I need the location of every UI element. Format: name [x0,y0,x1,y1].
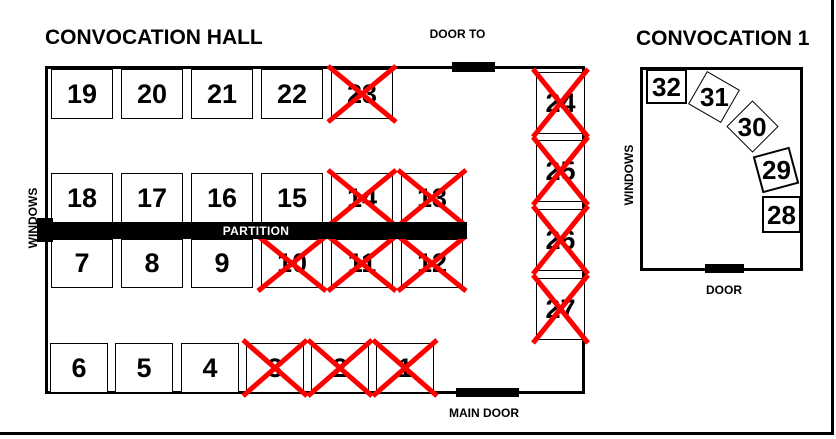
booth-number: 17 [136,182,168,213]
door-to-opening [452,62,495,72]
booth-14: 14 [331,173,393,223]
page-border-bottom [0,432,834,435]
booth-31: 31 [688,71,740,123]
booth-29: 29 [752,146,800,194]
booth-6: 6 [50,343,108,393]
partition-bar: PARTITION [45,222,467,239]
convocation-1-door-opening [705,264,744,273]
booth-number: 18 [66,182,98,213]
booth-number: 15 [276,182,308,213]
booth-28: 28 [762,196,801,233]
booth-number: 5 [136,352,152,383]
booth-number: 21 [206,78,238,109]
partition-label: PARTITION [222,223,290,238]
booth-19: 19 [51,69,113,119]
booth-number: 22 [276,78,308,109]
booth-number: 9 [214,248,230,278]
booth-number: 30 [738,111,767,142]
main-hall-title: CONVOCATION HALL [45,26,263,49]
booth-number: 31 [699,81,729,112]
booth-22: 22 [261,69,323,119]
convocation-1-title: CONVOCATION 1 [636,27,810,50]
door-to-label: DOOR TO [429,27,486,41]
booth-number: 7 [74,248,90,278]
booth-5: 5 [115,343,173,393]
booth-number: 29 [761,155,791,186]
booth-21: 21 [191,69,253,119]
convocation-1-door-label: DOOR [706,283,742,297]
booth-24: 24 [536,72,585,134]
booth-number: 8 [144,248,160,278]
booth-4: 4 [181,343,239,393]
booth-number: 6 [71,352,87,383]
booth-8: 8 [121,239,183,288]
booth-17: 17 [121,173,183,223]
booth-number: 19 [66,78,98,109]
booth-7: 7 [51,239,113,288]
main-door-opening [456,388,519,397]
booth-20: 20 [121,69,183,119]
booth-number: 20 [136,78,168,109]
booth-32: 32 [646,69,687,104]
page-border-right [831,0,834,435]
booth-9: 9 [191,239,253,288]
booth-number: 16 [206,182,238,213]
booth-16: 16 [191,173,253,223]
booth-number: 4 [202,352,218,383]
main-door-label: MAIN DOOR [449,406,519,420]
booth-30: 30 [726,100,779,153]
booth-number: 28 [767,199,796,230]
booth-number: 32 [652,71,681,102]
booth-15: 15 [261,173,323,223]
